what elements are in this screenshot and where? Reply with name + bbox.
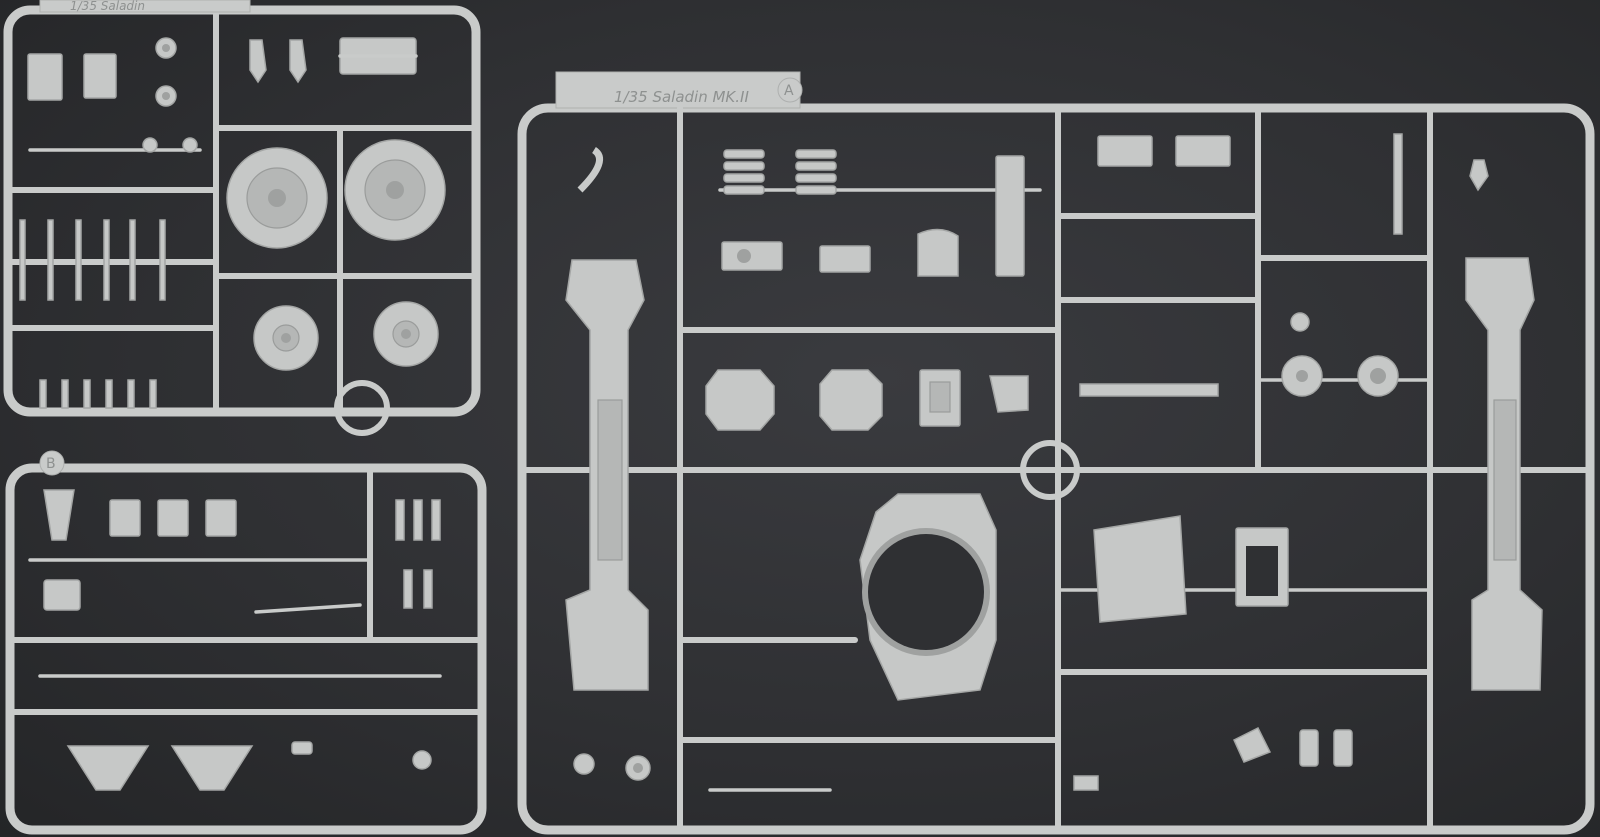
sprue-label: 1/35 Saladin <box>70 0 145 13</box>
sprue-a: 1/35 Saladin MK.II A <box>517 71 1595 835</box>
sprue-top-left: 1/35 Saladin <box>3 0 481 436</box>
sprue-letter: B <box>46 456 56 472</box>
sprue-letter: A <box>784 83 794 99</box>
sprue-b: B <box>5 450 487 835</box>
sprue-label: 1/35 Saladin MK.II <box>614 88 749 106</box>
